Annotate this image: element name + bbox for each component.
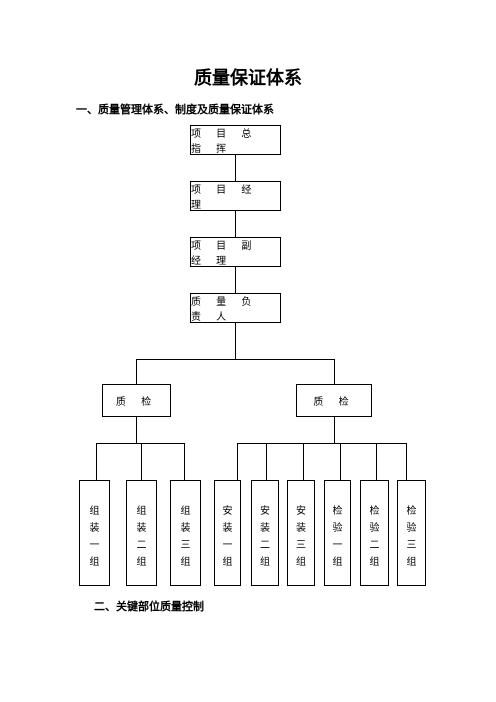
box-project-commander: 项 目 总 指 挥 bbox=[190, 125, 281, 155]
box-group-install-2: 安装二组 bbox=[251, 480, 279, 586]
section-heading-1: 一、质量管理体系、制度及质量保证体系 bbox=[76, 103, 274, 116]
box-group-assembly-1: 组装一组 bbox=[79, 480, 110, 586]
box-group-assembly-3: 组装三组 bbox=[170, 480, 201, 586]
box-group-inspect-1: 检验一组 bbox=[324, 480, 351, 586]
box-qc-left: 质 检 bbox=[102, 384, 171, 417]
box-project-manager: 项 目 经 理 bbox=[190, 181, 281, 211]
box-group-inspect-2: 检验二组 bbox=[360, 480, 389, 586]
document-title: 质量保证体系 bbox=[194, 68, 302, 89]
box-quality-lead: 质 量 负 责 人 bbox=[190, 293, 281, 323]
box-deputy-manager: 项 目 副 经 理 bbox=[190, 237, 281, 267]
box-qc-right: 质 检 bbox=[296, 384, 372, 417]
section-heading-2: 二、关键部位质量控制 bbox=[94, 600, 204, 613]
box-group-assembly-2: 组装二组 bbox=[126, 480, 157, 586]
box-group-inspect-3: 检验三组 bbox=[397, 480, 426, 586]
box-group-install-3: 安装三组 bbox=[287, 480, 315, 586]
box-group-install-1: 安装一组 bbox=[214, 480, 241, 586]
